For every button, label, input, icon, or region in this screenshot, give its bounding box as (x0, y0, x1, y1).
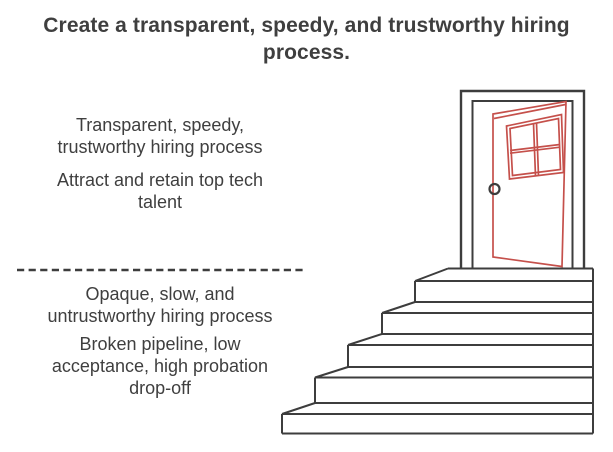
stairs-icon (281, 267, 594, 435)
future-state-point-1: Transparent, speedy, trustworthy hiring … (10, 114, 310, 158)
current-state-point-2-line: drop-off (129, 378, 191, 398)
page-title: Create a transparent, speedy, and trustw… (0, 12, 613, 66)
open-door-icon (492, 100, 567, 268)
future-state-point-2-line: talent (137, 192, 183, 212)
current-state-point-1-line: untrustworthy hiring process (47, 306, 273, 326)
current-state-point-2-line: acceptance, high probation (51, 356, 269, 376)
future-state-point-1-line: Transparent, speedy, (75, 115, 245, 135)
current-state-point-2: Broken pipeline, low acceptance, high pr… (10, 333, 310, 399)
door-window-icon (505, 113, 565, 180)
future-state-point-1-line: trustworthy hiring process (57, 137, 263, 157)
current-state-point-1-line: Opaque, slow, and (85, 284, 235, 304)
current-state-point-1: Opaque, slow, and untrustworthy hiring p… (10, 283, 310, 327)
future-state-point-2-line: Attract and retain top tech (56, 170, 264, 190)
door-knob-icon (488, 182, 501, 196)
current-state-point-2-line: Broken pipeline, low (79, 334, 241, 354)
door-frame-icon (459, 89, 586, 268)
page-title-line: process. (262, 41, 351, 64)
future-state-point-2: Attract and retain top tech talent (10, 169, 310, 213)
page-title-line: Create a transparent, speedy, and trustw… (43, 14, 570, 37)
